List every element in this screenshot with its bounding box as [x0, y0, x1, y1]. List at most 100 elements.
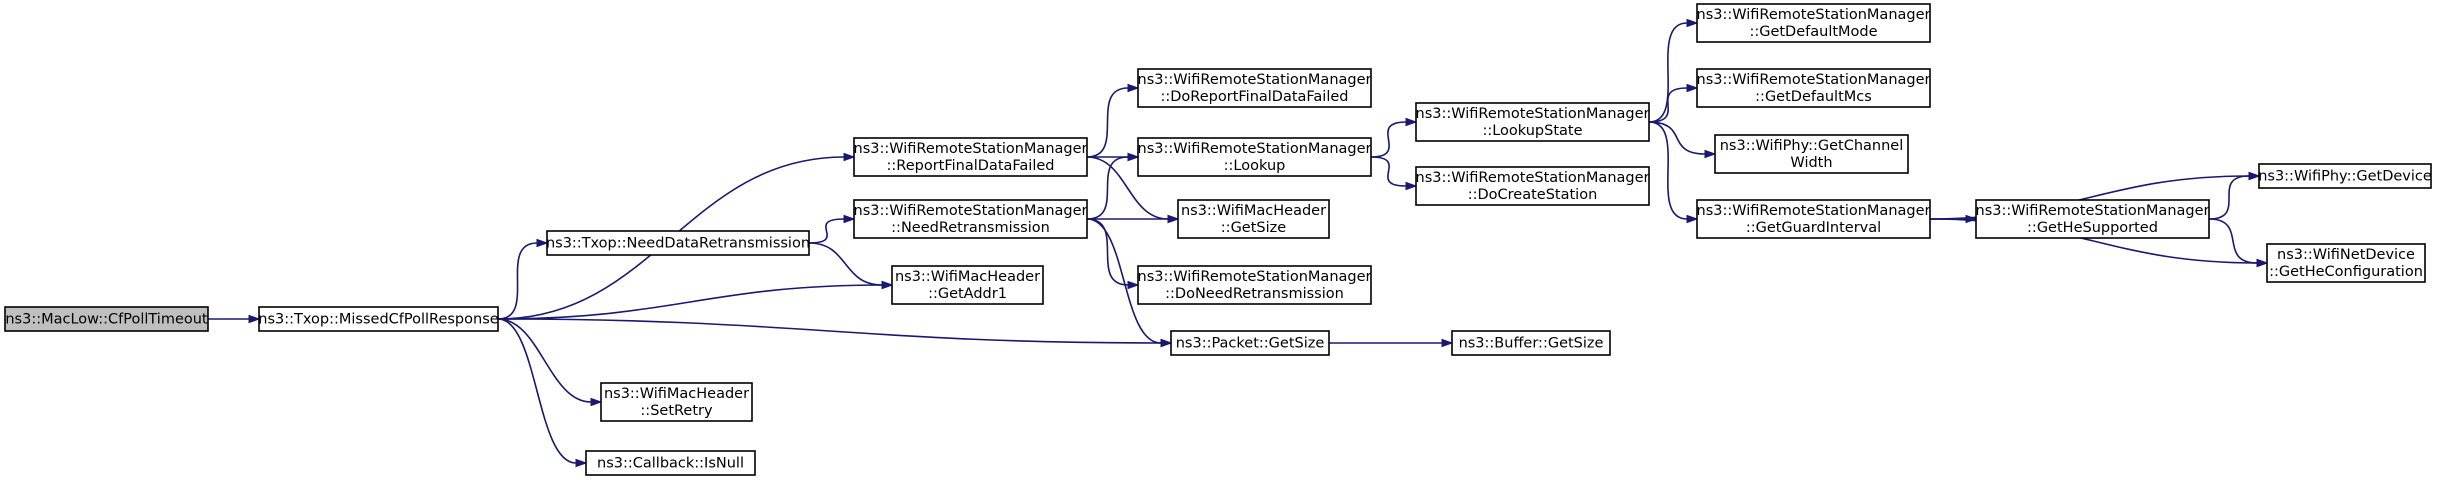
- node-needdataretx[interactable]: ns3::Txop::NeedDataRetransmission: [546, 230, 810, 256]
- node-label: ns3::Packet::GetSize: [1176, 336, 1325, 352]
- arrowhead-icon: [248, 314, 261, 324]
- node-box: [1415, 102, 1650, 142]
- arrowhead-icon: [843, 152, 856, 162]
- node-defaultmcs[interactable]: ns3::WifiRemoteStationManager::GetDefaul…: [1696, 68, 1931, 108]
- node-label: ::Lookup: [1224, 158, 1286, 174]
- edge-line: [1370, 121, 1407, 158]
- node-getaddr1[interactable]: ns3::WifiMacHeader::GetAddr1: [891, 265, 1044, 305]
- node-box: [1714, 134, 1909, 174]
- node-macgetsize[interactable]: ns3::WifiMacHeader::GetSize: [1177, 199, 1330, 239]
- node-label: ns3::Txop::MissedCfPollResponse: [258, 312, 498, 328]
- edge-hesupported-to-getdevice: [2208, 171, 2261, 220]
- node-setretry[interactable]: ns3::WifiMacHeader::SetRetry: [600, 382, 753, 422]
- arrowhead-icon: [575, 458, 588, 468]
- node-hesupported[interactable]: ns3::WifiRemoteStationManager::GetHeSupp…: [1975, 199, 2210, 239]
- node-doneedretx[interactable]: ns3::WifiRemoteStationManager::DoNeedRet…: [1137, 265, 1372, 305]
- edge-line: [808, 242, 883, 286]
- edge-lookupstate-to-channelwidth: [1648, 121, 1717, 159]
- node-label: ::GetDefaultMode: [1749, 24, 1877, 40]
- node-heconfig[interactable]: ns3::WifiNetDevice::GetHeConfiguration: [2266, 243, 2426, 283]
- node-doreport[interactable]: ns3::WifiRemoteStationManager::DoReportF…: [1137, 68, 1372, 108]
- node-box: [4, 306, 209, 332]
- edge-needretx-to-doneedretx: [1086, 218, 1140, 290]
- node-layer: ns3::MacLow::CfPollTimeout ns3::Txop::Mis…: [4, 3, 2432, 476]
- edge-needdataretx-to-needretx: [808, 214, 856, 244]
- node-label: ::GetSize: [1221, 220, 1286, 236]
- node-getdevice[interactable]: ns3::WifiPhy::GetDevice: [2258, 163, 2432, 189]
- node-lookupstate[interactable]: ns3::WifiRemoteStationManager::LookupSta…: [1415, 102, 1650, 142]
- arrowhead-icon: [1686, 214, 1699, 224]
- node-docreate[interactable]: ns3::WifiRemoteStationManager::DoCreateS…: [1415, 166, 1650, 206]
- node-label: ns3::WifiRemoteStationManager: [854, 141, 1088, 157]
- node-box: [1137, 137, 1372, 177]
- edge-hesupported-to-heconfig: [2208, 218, 2269, 268]
- node-label: ::DoNeedRetransmission: [1165, 286, 1344, 302]
- node-box: [600, 382, 753, 422]
- node-packetgetsize[interactable]: ns3::Packet::GetSize: [1170, 330, 1330, 356]
- node-missed[interactable]: ns3::Txop::MissedCfPollResponse: [258, 306, 499, 332]
- edge-missed-to-needdataretx: [497, 238, 549, 320]
- edge-needdataretx-to-getaddr1: [808, 242, 894, 290]
- node-box: [546, 230, 810, 256]
- edge-line: [497, 318, 1162, 344]
- node-label: ns3::WifiRemoteStationManager: [1697, 7, 1931, 23]
- edge-line: [1086, 156, 1169, 220]
- node-label: ns3::Callback::IsNull: [597, 456, 744, 472]
- node-box: [1975, 199, 2210, 239]
- node-label: ns3::WifiPhy::GetChannel: [1720, 138, 1904, 154]
- node-box: [891, 265, 1044, 305]
- node-label: ::ReportFinalDataFailed: [887, 158, 1055, 174]
- node-box: [585, 450, 756, 476]
- arrowhead-icon: [1686, 18, 1699, 28]
- arrowhead-icon: [536, 238, 549, 248]
- node-label: ::DoCreateStation: [1468, 187, 1598, 203]
- arrowhead-icon: [2256, 258, 2269, 268]
- node-label: ns3::WifiNetDevice: [2277, 247, 2415, 263]
- node-reportfinal[interactable]: ns3::WifiRemoteStationManager::ReportFin…: [853, 137, 1088, 177]
- node-isnull[interactable]: ns3::Callback::IsNull: [585, 450, 756, 476]
- node-label: ::LookupState: [1482, 123, 1582, 139]
- node-label: ns3::WifiRemoteStationManager: [1138, 141, 1372, 157]
- edge-line: [808, 218, 845, 244]
- node-box: [1170, 330, 1330, 356]
- node-label: ns3::Buffer::GetSize: [1459, 336, 1604, 352]
- edge-line: [1086, 218, 1162, 344]
- edge-missed-to-isnull: [497, 318, 588, 468]
- node-lookup[interactable]: ns3::WifiRemoteStationManager::Lookup: [1137, 137, 1372, 177]
- node-label: ns3::WifiMacHeader: [895, 269, 1040, 285]
- edge-line: [1086, 87, 1129, 158]
- edge-reportfinal-to-doreport: [1086, 83, 1140, 158]
- arrowhead-icon: [1441, 338, 1454, 348]
- arrowhead-icon: [1704, 149, 1717, 159]
- edge-line: [1648, 121, 1688, 220]
- node-label: ::GetDefaultMcs: [1755, 89, 1872, 105]
- node-buffergetsize[interactable]: ns3::Buffer::GetSize: [1451, 330, 1611, 356]
- edge-line: [497, 284, 883, 320]
- node-box: [1137, 265, 1372, 305]
- node-guardinterval[interactable]: ns3::WifiRemoteStationManager::GetGuardI…: [1696, 199, 1931, 239]
- edge-packetgetsize-to-buffergetsize: [1329, 338, 1454, 348]
- node-cfpoll[interactable]: ns3::MacLow::CfPollTimeout: [4, 306, 209, 332]
- node-label: Width: [1790, 155, 1832, 171]
- edge-line: [1648, 22, 1688, 123]
- node-defaultmode[interactable]: ns3::WifiRemoteStationManager::GetDefaul…: [1696, 3, 1931, 43]
- node-label: ns3::WifiRemoteStationManager: [1416, 106, 1650, 122]
- node-label: ns3::WifiRemoteStationManager: [1697, 72, 1931, 88]
- node-label: ::GetGuardInterval: [1746, 220, 1881, 236]
- arrowhead-icon: [843, 214, 856, 224]
- node-needretx[interactable]: ns3::WifiRemoteStationManager::NeedRetra…: [853, 199, 1088, 239]
- edge-line: [497, 318, 592, 403]
- edge-lookupstate-to-guardinterval: [1648, 121, 1699, 224]
- node-box: [1415, 166, 1650, 206]
- edge-line: [497, 242, 538, 320]
- node-label: ::DoReportFinalDataFailed: [1161, 89, 1349, 105]
- node-box: [1696, 3, 1931, 43]
- arrowhead-icon: [881, 280, 894, 290]
- arrowhead-icon: [1127, 152, 1140, 162]
- node-label: ns3::WifiRemoteStationManager: [1976, 203, 2210, 219]
- arrowhead-icon: [590, 397, 603, 407]
- arrowhead-icon: [2248, 171, 2261, 181]
- node-box: [853, 137, 1088, 177]
- node-label: ns3::WifiRemoteStationManager: [1138, 72, 1372, 88]
